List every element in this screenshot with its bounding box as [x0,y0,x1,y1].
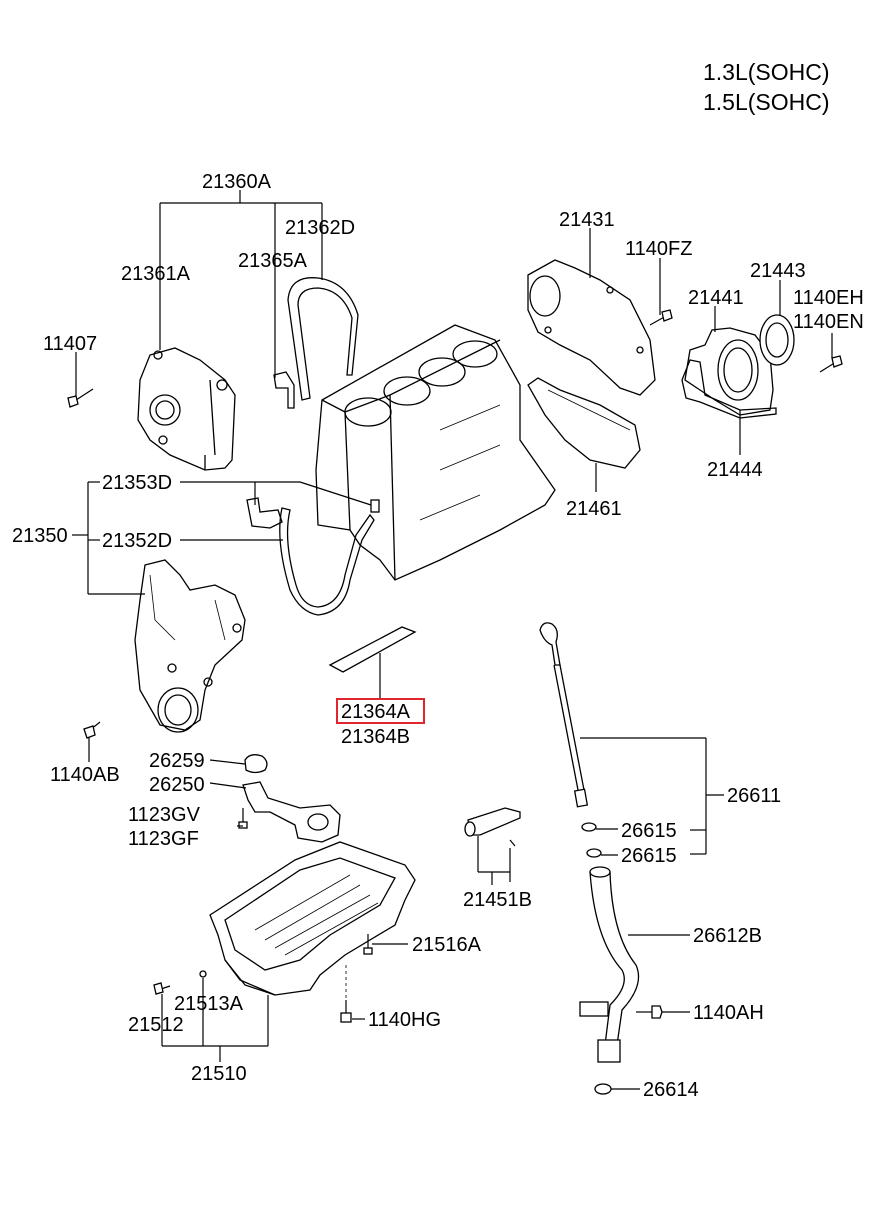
bolt-21516A-icon [363,934,373,955]
part-label-26250[interactable]: 26250 [149,774,205,796]
engine-spec-line2: 1.5L(SOHC) [703,89,830,115]
part-label-26615-lower[interactable]: 26615 [621,845,677,867]
gasket-lower-loop [279,507,375,616]
timing-cover-upper [137,347,236,471]
bolt-1140HG-icon [340,1000,352,1023]
part-label-21353D[interactable]: 21353D [102,472,172,494]
bolt-1140AH-icon [636,1005,663,1019]
part-label-21364B[interactable]: 21364B [341,726,410,748]
part-label-1140AH[interactable]: 1140AH [693,1002,764,1024]
drain-washer [199,970,207,978]
part-label-21350[interactable]: 21350 [12,525,68,547]
separator-plate [527,377,641,469]
oil-screen [242,781,341,843]
part-label-21352D[interactable]: 21352D [102,530,172,552]
part-label-26614[interactable]: 26614 [643,1079,699,1101]
plate-edge [547,389,631,431]
bolt-1123GV-icon [238,808,248,829]
timing-cover-lower [134,559,246,733]
highlight-box-21364A [336,698,425,724]
oil-seal-case [684,327,774,416]
part-label-1123GF[interactable]: 1123GF [128,828,199,850]
part-label-21516A[interactable]: 21516A [412,934,482,956]
oil-screen-gasket [244,754,268,774]
part-label-1140HG[interactable]: 1140HG [368,1009,441,1031]
gasket-upper-cover [273,371,295,409]
part-label-21444[interactable]: 21444 [707,459,763,481]
bolt-1140EH-icon [819,355,843,373]
part-label-21441[interactable]: 21441 [688,287,744,309]
part-label-1123GV[interactable]: 1123GV [128,804,201,826]
part-label-1140EN[interactable]: 1140EN [793,311,864,333]
side-seal-strip [328,626,417,673]
part-label-26611[interactable]: 26611 [727,785,781,807]
dowel-pin [370,499,380,513]
bolt-1140AB-icon [83,721,101,739]
oil-pan [209,841,416,996]
cylinder-block [315,324,556,581]
rear-plate [527,259,656,396]
oil-seal-ring [759,314,795,366]
gasket-seal-case [681,359,777,419]
leader-lines [72,190,833,1090]
o-ring-26614 [594,1083,612,1095]
drain-plug-icon [153,982,171,995]
part-label-26259[interactable]: 26259 [149,750,205,772]
gasket-lower-small [246,497,283,529]
part-label-21461[interactable]: 21461 [566,498,622,520]
part-label-21451B[interactable]: 21451B [463,889,532,911]
part-label-21360A[interactable]: 21360A [202,171,272,193]
part-label-21362D[interactable]: 21362D [285,217,355,239]
part-label-21361A[interactable]: 21361A [121,263,191,285]
part-label-26615-upper[interactable]: 26615 [621,820,677,842]
part-label-26612B[interactable]: 26612B [693,925,762,947]
part-label-21364A[interactable]: 21364A [341,701,411,723]
sealant-tube [464,807,521,847]
bolt-1140FZ-icon [649,309,673,326]
part-label-21443[interactable]: 21443 [750,260,806,282]
engine-spec-line1: 1.3L(SOHC) [703,59,830,85]
part-label-21510[interactable]: 21510 [191,1063,247,1085]
oil-dipstick [539,622,589,808]
part-label-1140AB[interactable]: 1140AB [50,764,120,786]
part-label-21513A[interactable]: 21513A [174,993,244,1015]
oil-level-guide-tube [579,866,640,1063]
part-label-11407[interactable]: 11407 [43,333,97,355]
o-ring-26615-upper [581,822,597,832]
part-label-21431[interactable]: 21431 [559,209,615,231]
gasket-cover-loop [287,277,359,401]
part-label-21512[interactable]: 21512 [128,1014,184,1036]
o-ring-26615-lower [586,848,602,858]
part-label-1140FZ[interactable]: 1140FZ [625,238,692,260]
part-label-21365A[interactable]: 21365A [238,250,308,272]
part-label-1140EH[interactable]: 1140EH [793,287,864,309]
bolt-11407-icon [67,388,94,408]
part-labels: 21360A 21362D 21365A 21361A 11407 21431 … [12,171,864,1101]
